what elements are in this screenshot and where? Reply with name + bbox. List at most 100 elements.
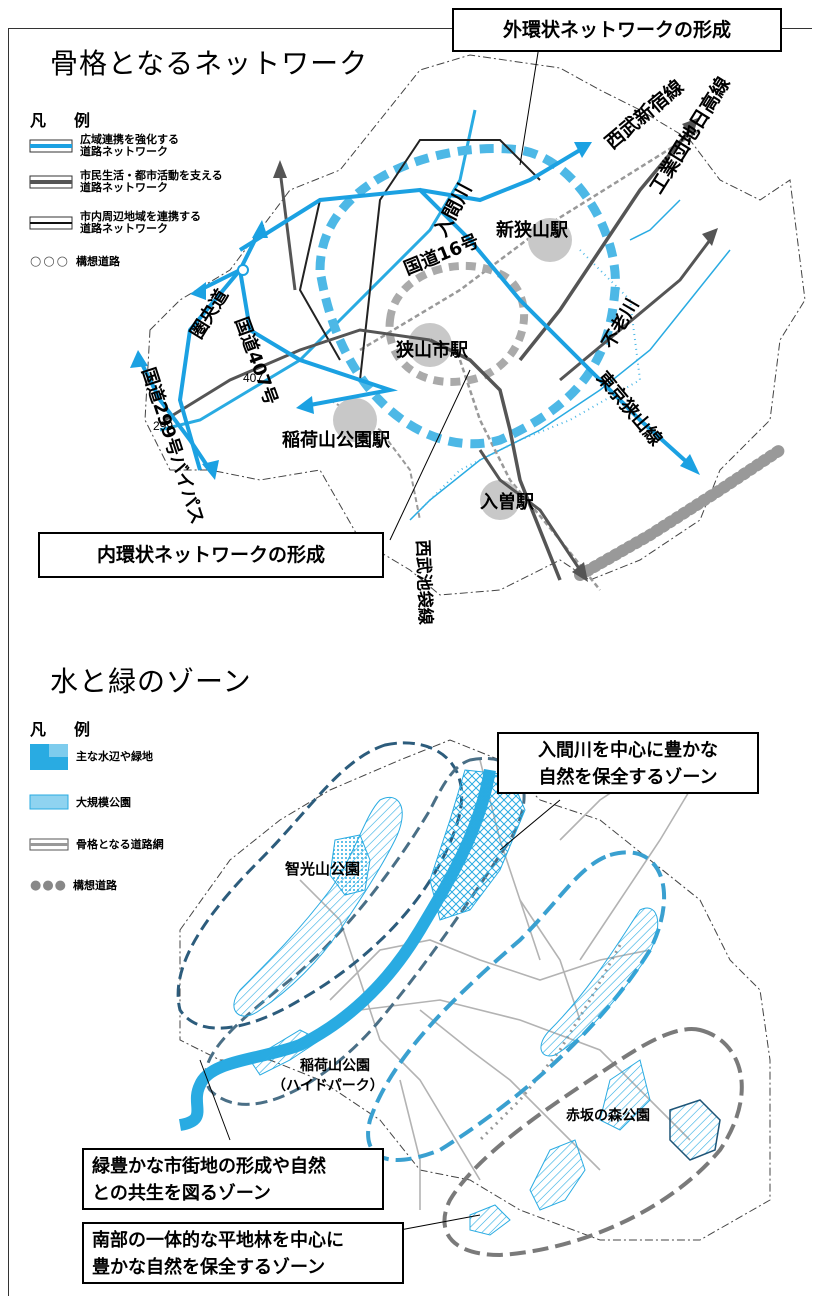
route407-number: 407 — [243, 371, 263, 385]
iriso-station-mark — [480, 480, 520, 520]
citizen-road-arrowhead — [702, 228, 718, 246]
legend-label: 広域連携を強化する 道路ネットワーク — [80, 133, 179, 158]
green-area — [669, 1099, 721, 1161]
inner-ring-callout: 内環状ネットワークの形成 — [38, 532, 384, 578]
chikozan-label: 智光山公園 — [285, 860, 360, 878]
peripheral-road-swatch — [29, 216, 73, 230]
chikozan-park — [329, 834, 371, 896]
network-map: 入間川 西武新宿線 工業団地日高線 新狭山駅 国道16号 狭山市駅 圏央道 国道… — [130, 39, 806, 625]
legend-label: 主な水辺や緑地 — [76, 750, 153, 763]
water-green-title: 水と緑のゾーン — [50, 665, 252, 698]
network-legend-title: 凡 例 — [30, 111, 97, 130]
citizen-road-arrowhead — [273, 160, 287, 178]
route16-arrowhead — [680, 454, 700, 475]
ken-o-road — [177, 229, 262, 471]
inariyama-station-label: 稲荷山公園駅 — [282, 429, 391, 451]
inariyama-park-label: 稲荷山公園 （ハイドパーク） — [272, 1057, 384, 1094]
outer-ring-callout: 外環状ネットワークの形成 — [452, 8, 782, 52]
regional-road-swatch — [29, 139, 73, 153]
iriso-station-label: 入曽駅 — [480, 491, 535, 513]
sayamashi-label: 狭山市駅 — [395, 339, 469, 361]
road-network-swatch — [29, 838, 69, 851]
callout-mid-leader — [199, 1059, 231, 1141]
green-area — [249, 1029, 321, 1076]
large-park-swatch — [29, 794, 69, 810]
route407-south — [238, 269, 398, 407]
citizen-road — [278, 169, 297, 291]
planned-road-dots-symbol: ●●● — [30, 878, 68, 893]
stream-line — [629, 199, 681, 241]
legend-label: 市内周辺地域を連携する 道路ネットワーク — [80, 210, 201, 235]
shin-sayama-station-mark — [528, 218, 572, 262]
citizen-road — [478, 449, 582, 571]
route299-arrowhead-s — [202, 460, 219, 480]
peripheral-road — [298, 199, 341, 361]
waterside-swatch — [30, 744, 68, 770]
interchange — [237, 264, 249, 276]
green-area — [599, 1059, 651, 1131]
inariyama-park-alias: （ハイドパーク） — [272, 1078, 384, 1094]
zone-south-gray — [442, 1027, 744, 1258]
route407-south-arrowhead — [296, 396, 314, 414]
route299-road — [138, 359, 212, 472]
shin-sayama-label: 新狭山駅 — [496, 219, 569, 241]
callout-urban-zone: 緑豊かな市街地の形成や自然 との共生を図るゾーン — [82, 1148, 384, 1210]
route299-number: 299 — [153, 419, 173, 433]
peripheral-road — [359, 139, 541, 381]
legend-label: 構想道路 — [73, 878, 118, 892]
map-frame — [8, 28, 812, 1296]
green-area — [540, 907, 659, 1057]
ken-o-arrowhead — [252, 220, 268, 238]
seibu-shinjuku-arrowhead — [574, 142, 592, 158]
green-area — [529, 1139, 586, 1211]
legend-regional-road: 広域連携を強化する 道路ネットワーク — [29, 133, 179, 158]
citizen-road — [429, 338, 562, 581]
zone-iruma-slate — [203, 757, 526, 1106]
legend-peripheral-road: 市内周辺地域を連携する 道路ネットワーク — [29, 210, 201, 235]
legend-label: 大規模公園 — [76, 796, 131, 809]
legend-label: 骨格となる道路網 — [76, 838, 164, 851]
legend-planned-road-2: ●●● 構想道路 — [30, 878, 117, 893]
seibu-ikebukuro-rail — [458, 359, 601, 591]
callout-iruma-zone: 入間川を中心に豊かな 自然を保全するゾーン — [497, 732, 759, 794]
sayamashi-station-mark — [408, 323, 452, 367]
outer-ring — [315, 144, 620, 449]
planned-road-symbol: ○○○ — [30, 254, 71, 269]
route16-north — [419, 148, 582, 203]
planned-road-south — [574, 444, 786, 581]
legend-planned-road: ○○○ 構想道路 — [30, 254, 120, 269]
planned-road-dots — [419, 249, 642, 511]
route407-road — [199, 268, 241, 292]
legend-citizen-road: 市民生活・都市活動を支える 道路ネットワーク — [29, 169, 223, 194]
route407-arrowhead — [190, 282, 206, 300]
zone-iruma-navy — [176, 741, 464, 1030]
network-map-title: 骨格となるネットワーク — [50, 47, 369, 80]
rail-spur — [329, 399, 421, 521]
akasaka-label: 赤坂の森公園 — [566, 1107, 650, 1124]
citizen-road-swatch — [29, 175, 73, 189]
inariyama-station-mark — [333, 398, 377, 442]
inariyama-park-name: 稲荷山公園 — [300, 1057, 370, 1074]
zone-legend-title: 凡 例 — [30, 720, 97, 739]
seibu-ikebukuro-label: 西武池袋線 — [412, 539, 436, 625]
route299-arrowhead-n — [130, 350, 148, 368]
citizen-road — [164, 328, 431, 422]
city-boundary — [144, 54, 806, 596]
legend-road-network: 骨格となる道路網 — [29, 838, 164, 852]
legend-waterside: 主な水辺や緑地 — [30, 744, 153, 770]
inner-callout-leader — [389, 369, 471, 541]
legend-label: 市民生活・都市活動を支える 道路ネットワーク — [80, 169, 223, 194]
city-boundary-2 — [179, 739, 771, 1241]
kogyodanchi-arrowhead — [682, 118, 698, 136]
route16-road — [238, 187, 692, 467]
citizen-road — [559, 239, 712, 382]
outer-callout-leader — [519, 39, 541, 166]
callout-top-leader — [499, 799, 561, 851]
callout-bot-leader — [399, 1214, 481, 1231]
fuzawa-river-line — [409, 249, 731, 521]
legend-label: 構想道路 — [76, 254, 121, 268]
legend-large-park: 大規模公園 — [29, 794, 131, 811]
green-area — [469, 1204, 511, 1236]
citizen-road-arrowhead — [572, 562, 588, 582]
